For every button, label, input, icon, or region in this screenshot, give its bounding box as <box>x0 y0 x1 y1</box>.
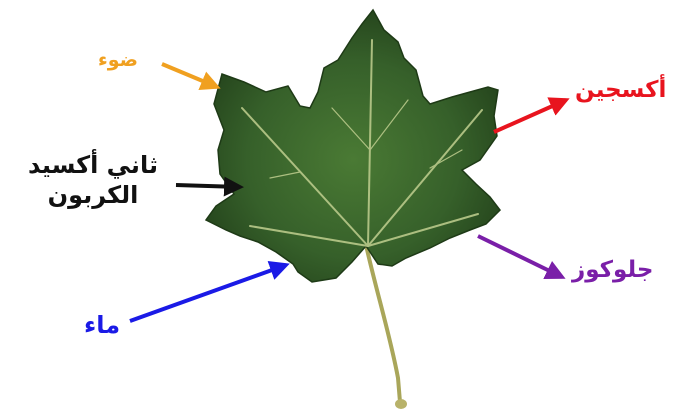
glucose-label: جلوكوز <box>572 258 653 283</box>
oxygen-arrow <box>494 100 566 132</box>
water-label: ماء <box>84 312 120 338</box>
leaf-stem <box>366 245 400 402</box>
stem-tip <box>395 399 407 409</box>
light-label: ضوء <box>98 50 138 71</box>
oxygen-label: أكسجين <box>575 78 666 103</box>
co2-arrow <box>176 185 240 187</box>
water-arrow <box>130 265 286 321</box>
carbon-dioxide-label-line1: ثاني أكسيد <box>14 150 172 180</box>
maple-leaf <box>206 10 500 282</box>
carbon-dioxide-label: ثاني أكسيد الكربون <box>14 150 172 210</box>
light-arrow <box>162 64 217 87</box>
carbon-dioxide-label-line2: الكربون <box>14 180 172 210</box>
glucose-arrow <box>478 236 562 277</box>
